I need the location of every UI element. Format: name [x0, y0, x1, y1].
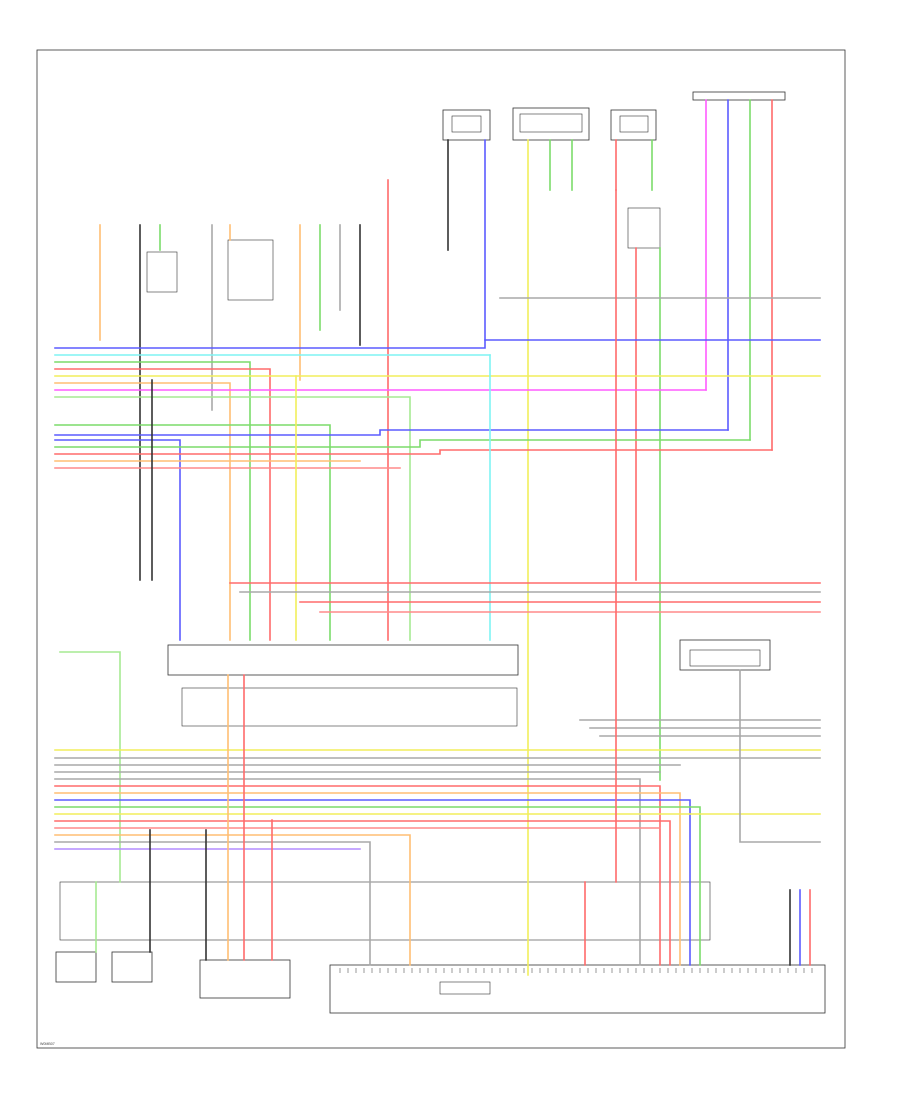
- wire: [54, 449, 773, 455]
- bottom-components: [55, 881, 826, 1014]
- wires-vertical-bottom: [95, 189, 811, 966]
- wire: [54, 792, 681, 966]
- diagram-frame: [36, 49, 846, 1049]
- wire: [54, 339, 821, 349]
- wire: [54, 361, 251, 641]
- main-connector-strip: [167, 644, 519, 676]
- switch-box-mid: [227, 239, 274, 301]
- top-components: [146, 91, 786, 301]
- sensor-box-right-inner: [619, 115, 649, 133]
- connector-block-1: [442, 109, 491, 141]
- wire: [54, 439, 751, 448]
- wires-vertical-top: [99, 99, 773, 976]
- wire: [54, 368, 271, 641]
- wire: [54, 382, 231, 641]
- wire: [54, 429, 729, 436]
- wire: [54, 396, 411, 641]
- sensor-box-right: [610, 109, 657, 141]
- middle-components: [167, 639, 771, 727]
- connector-c: [199, 959, 291, 999]
- wires-top-bus: [54, 297, 821, 641]
- wire: [54, 778, 641, 966]
- module-b: [111, 951, 153, 983]
- wire: [739, 669, 821, 843]
- main-module-body: [181, 687, 518, 727]
- transmission-control-box: [512, 107, 590, 141]
- wire: [54, 806, 701, 966]
- wire: [54, 834, 411, 966]
- bottom-harness-box: [59, 881, 711, 941]
- ecm-pin-ticks: [339, 968, 813, 973]
- footer-code: W0MB07: [40, 1042, 55, 1046]
- transmission-control-inner: [519, 113, 583, 133]
- right-sensor-module-inner: [689, 649, 761, 667]
- module-a: [55, 951, 97, 983]
- wire: [54, 439, 181, 641]
- right-sensor-module: [679, 639, 771, 671]
- relay-box: [627, 207, 661, 249]
- wires-mid-bus: [59, 582, 821, 883]
- wire: [54, 841, 371, 966]
- wire: [59, 651, 121, 883]
- wires-lower-bus: [54, 669, 821, 966]
- switch-box-left: [146, 251, 178, 293]
- wire: [54, 799, 691, 966]
- connector-block-1-inner: [451, 115, 482, 133]
- wire: [54, 785, 661, 966]
- ecm-connector: [329, 964, 826, 1014]
- wire: [54, 820, 671, 966]
- ecm-inner-label-box: [439, 981, 491, 995]
- top-right-connector: [692, 91, 786, 101]
- wire: [54, 424, 331, 641]
